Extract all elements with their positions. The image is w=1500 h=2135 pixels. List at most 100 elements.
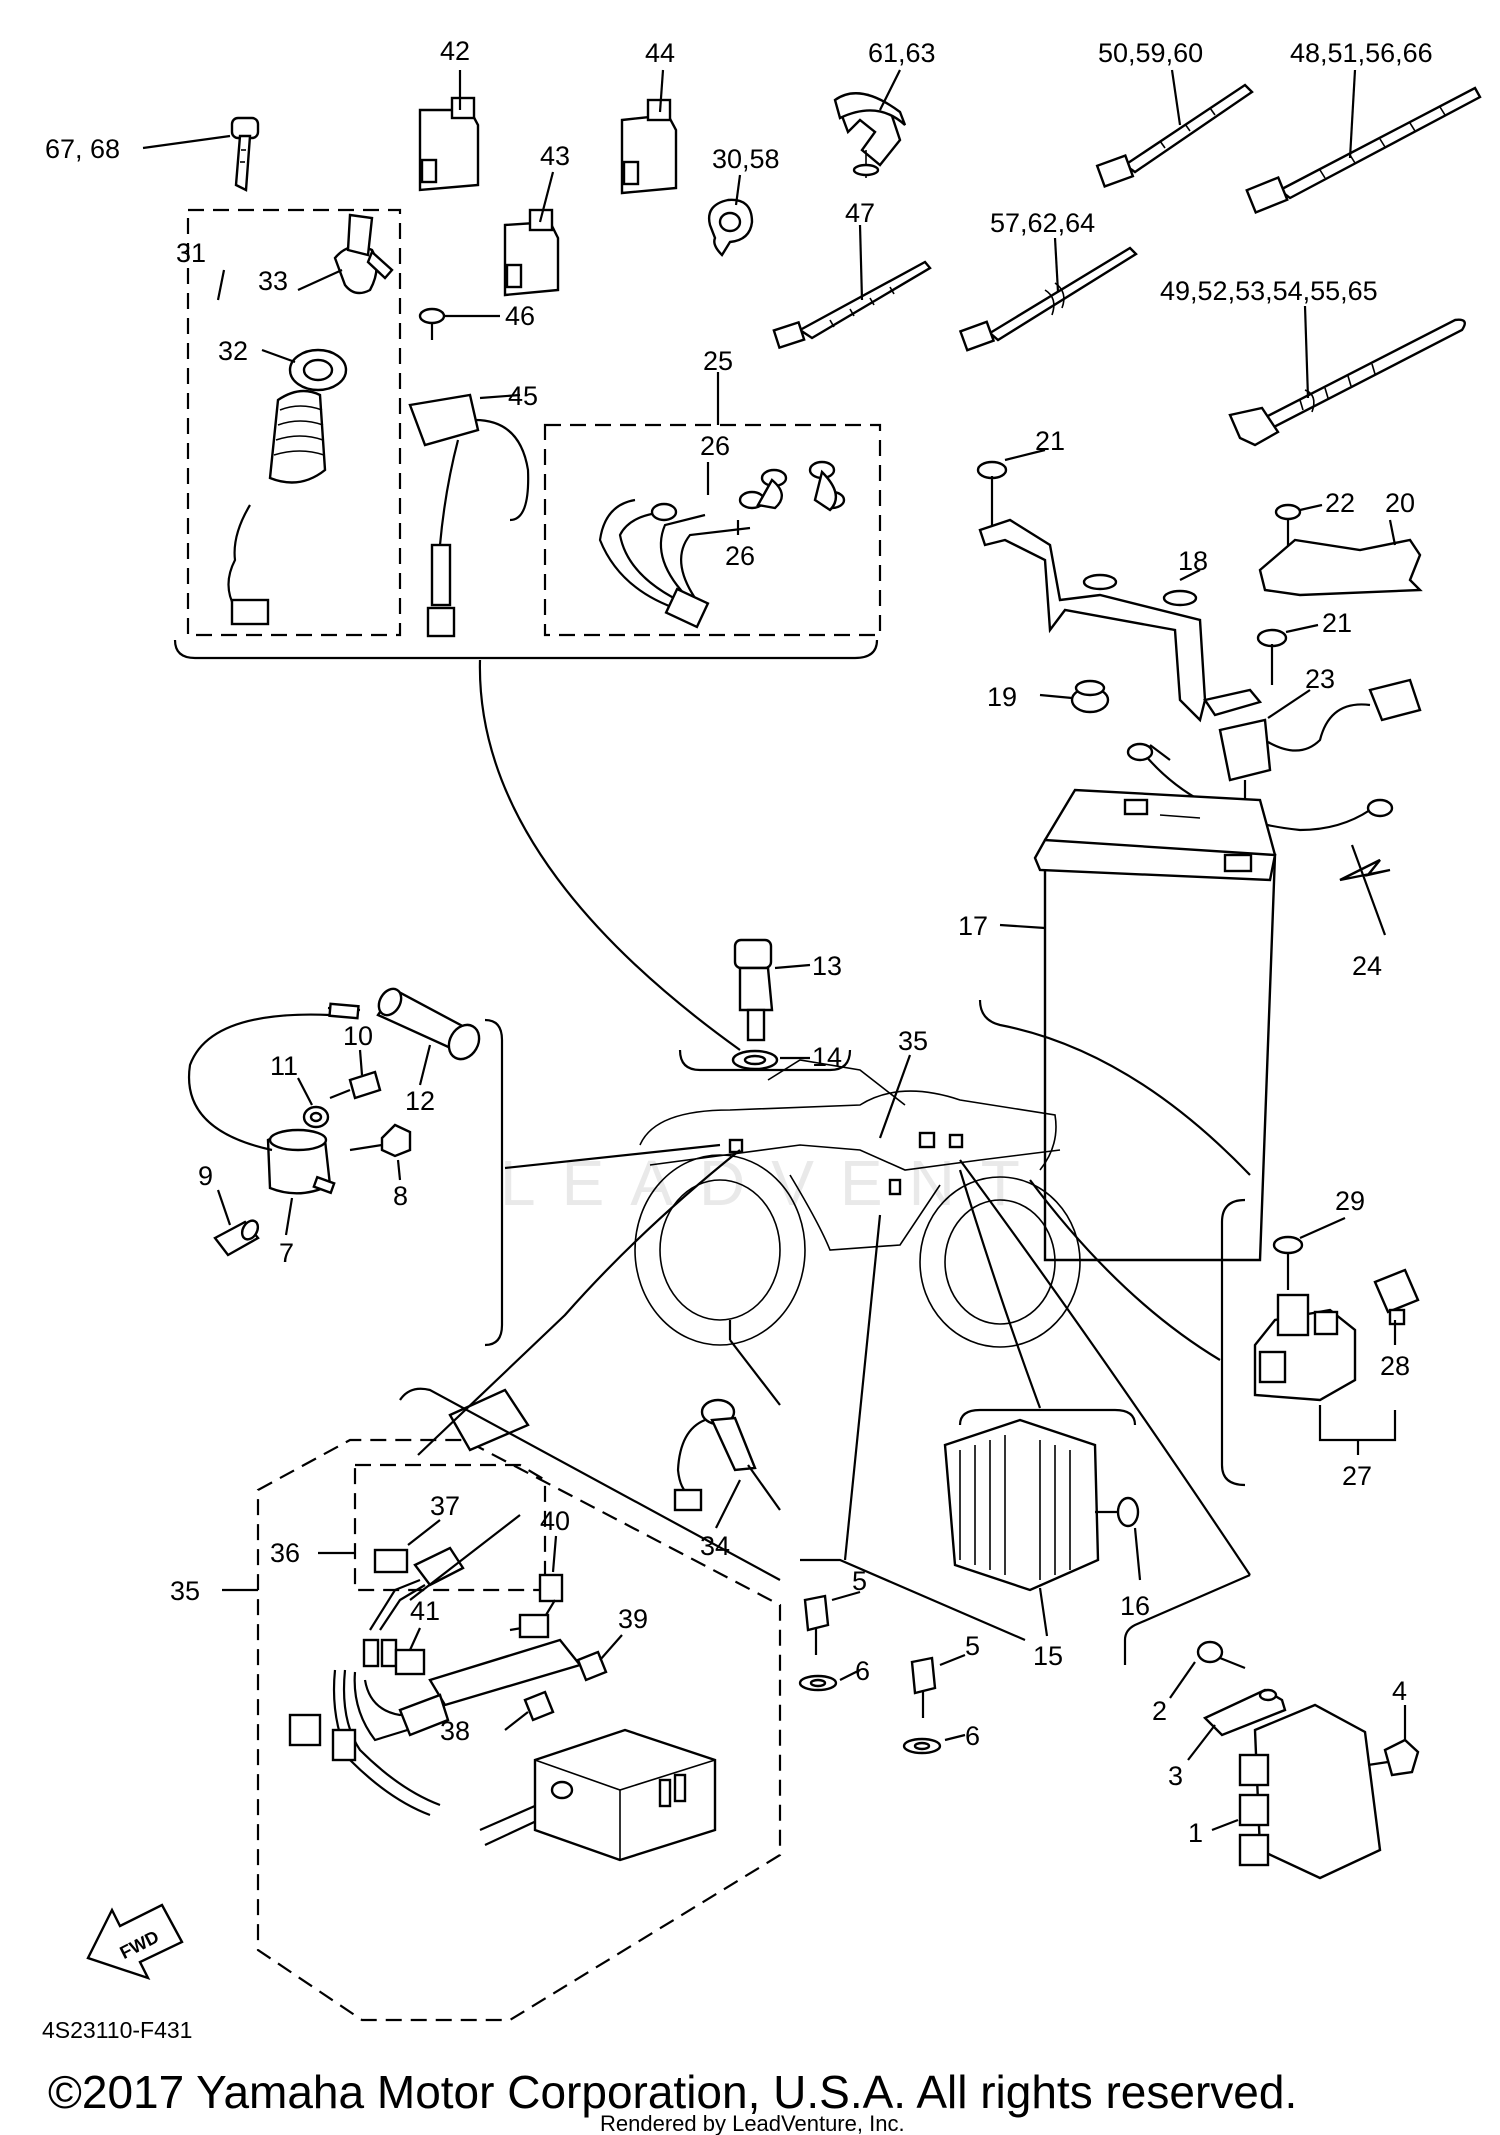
sub-lead-part-25[interactable] bbox=[598, 460, 846, 629]
band-part-49-52-65[interactable] bbox=[1228, 318, 1466, 447]
band-part-50-59-60[interactable] bbox=[1095, 83, 1254, 189]
callout-label-16[interactable]: 16 bbox=[1120, 1591, 1150, 1621]
callout-label-36[interactable]: 36 bbox=[270, 1538, 300, 1568]
callout-label-21a[interactable]: 21 bbox=[1035, 426, 1065, 456]
callout-label-22[interactable]: 22 bbox=[1325, 488, 1355, 518]
callout-label-29[interactable]: 29 bbox=[1335, 1186, 1365, 1216]
callout-label-46[interactable]: 46 bbox=[505, 301, 535, 331]
neutral-switch-part-34[interactable] bbox=[673, 1398, 781, 1512]
bolt-part-10[interactable] bbox=[329, 1070, 382, 1100]
sleeve-part-9[interactable] bbox=[213, 1218, 261, 1257]
bolt-part-21b[interactable] bbox=[1256, 628, 1288, 685]
plug-cap-part-12[interactable] bbox=[374, 985, 485, 1065]
key-part[interactable] bbox=[230, 116, 260, 192]
key-part-33[interactable] bbox=[333, 213, 394, 295]
callout-label-13[interactable]: 13 bbox=[812, 951, 842, 981]
callout-label-6a[interactable]: 6 bbox=[855, 1656, 870, 1686]
callout-label-41[interactable]: 41 bbox=[410, 1596, 440, 1626]
band-part-57-62-64[interactable] bbox=[958, 246, 1138, 352]
nut-part-4[interactable] bbox=[1367, 1738, 1420, 1777]
coupler-part-44[interactable] bbox=[620, 98, 678, 195]
callout-label-34[interactable]: 34 bbox=[700, 1531, 730, 1561]
coupler-part-42[interactable] bbox=[418, 96, 480, 192]
callout-label-8[interactable]: 8 bbox=[393, 1181, 408, 1211]
callout-label-57-62-64[interactable]: 57,62,64 bbox=[990, 208, 1095, 238]
callout-label-25[interactable]: 25 bbox=[703, 346, 733, 376]
callout-label-32[interactable]: 32 bbox=[218, 336, 248, 366]
callout-label-37[interactable]: 37 bbox=[430, 1491, 460, 1521]
callout-label-49-52-53-54-55-65[interactable]: 49,52,53,54,55,65 bbox=[1160, 276, 1378, 306]
callout-label-50-59-60[interactable]: 50,59,60 bbox=[1098, 38, 1203, 68]
callout-label-1[interactable]: 1 bbox=[1188, 1818, 1203, 1848]
gasket-part-14[interactable] bbox=[731, 1049, 779, 1071]
callout-label-14[interactable]: 14 bbox=[812, 1042, 842, 1072]
callout-label-33[interactable]: 33 bbox=[258, 266, 288, 296]
callout-label-31[interactable]: 31 bbox=[176, 238, 206, 268]
callout-label-20[interactable]: 20 bbox=[1385, 488, 1415, 518]
thermo-switch-part-13[interactable] bbox=[733, 938, 774, 1042]
bolt-part-21a[interactable] bbox=[976, 460, 1008, 525]
callout-label-44[interactable]: 44 bbox=[645, 38, 675, 68]
high-tension-cord-part[interactable] bbox=[187, 1002, 361, 1152]
battery-lead-part-23[interactable] bbox=[1218, 678, 1422, 880]
main-switch-part-32[interactable] bbox=[227, 348, 348, 626]
bracket-part-3[interactable] bbox=[1202, 1688, 1287, 1737]
battery-lead-part-24[interactable] bbox=[1126, 742, 1394, 882]
fuse-part-39[interactable] bbox=[576, 1650, 608, 1682]
callout-label-45[interactable]: 45 bbox=[508, 381, 538, 411]
bolt-part-29[interactable] bbox=[1272, 1235, 1304, 1290]
relay-part-45[interactable] bbox=[408, 393, 530, 638]
callout-label-9[interactable]: 9 bbox=[198, 1161, 213, 1191]
washer-part-6a[interactable] bbox=[798, 1674, 838, 1692]
bolt-part-2[interactable] bbox=[1196, 1640, 1246, 1670]
bolt-part-8[interactable] bbox=[349, 1123, 412, 1158]
rectifier-part-15[interactable] bbox=[943, 1418, 1100, 1592]
cover-part-20[interactable] bbox=[1258, 538, 1423, 597]
clip-part-30-58[interactable] bbox=[707, 198, 754, 257]
callout-label-47[interactable]: 47 bbox=[845, 198, 875, 228]
battery-part-17[interactable] bbox=[1033, 788, 1277, 1262]
callout-label-23[interactable]: 23 bbox=[1305, 664, 1335, 694]
callout-label-30-58[interactable]: 30,58 bbox=[712, 144, 780, 174]
callout-label-18[interactable]: 18 bbox=[1178, 546, 1208, 576]
callout-label-35a[interactable]: 35 bbox=[898, 1026, 928, 1056]
callout-label-10[interactable]: 10 bbox=[343, 1021, 373, 1051]
callout-label-28[interactable]: 28 bbox=[1380, 1351, 1410, 1381]
starter-relay-part[interactable] bbox=[1253, 1293, 1357, 1402]
callout-label-27[interactable]: 27 bbox=[1342, 1461, 1372, 1491]
callout-label-6b[interactable]: 6 bbox=[965, 1721, 980, 1751]
callout-label-21b[interactable]: 21 bbox=[1322, 608, 1352, 638]
callout-label-17[interactable]: 17 bbox=[958, 911, 988, 941]
callout-label-43[interactable]: 43 bbox=[540, 141, 570, 171]
clamp-part-61-63[interactable] bbox=[833, 92, 907, 178]
callout-label-61-63[interactable]: 61,63 bbox=[868, 38, 936, 68]
callout-label-35b[interactable]: 35 bbox=[170, 1576, 200, 1606]
washer-part-11[interactable] bbox=[302, 1105, 330, 1129]
callout-label-67-68[interactable]: 67, 68 bbox=[45, 134, 120, 164]
callout-label-26a[interactable]: 26 bbox=[700, 431, 730, 461]
callout-label-39[interactable]: 39 bbox=[618, 1604, 648, 1634]
callout-label-42[interactable]: 42 bbox=[440, 36, 470, 66]
callout-label-12[interactable]: 12 bbox=[405, 1086, 435, 1116]
coupler-part-40[interactable] bbox=[509, 1573, 564, 1639]
coupler-part-43[interactable] bbox=[503, 208, 560, 297]
ignition-coil-part-7[interactable] bbox=[266, 1128, 336, 1195]
fuse-box-part[interactable] bbox=[533, 1728, 717, 1862]
callout-label-26b[interactable]: 26 bbox=[725, 541, 755, 571]
callout-label-4[interactable]: 4 bbox=[1392, 1676, 1407, 1706]
bolt-part-46[interactable] bbox=[418, 307, 446, 340]
callout-label-3[interactable]: 3 bbox=[1168, 1761, 1183, 1791]
callout-label-5b[interactable]: 5 bbox=[965, 1631, 980, 1661]
cdi-unit-part-1[interactable] bbox=[1238, 1703, 1382, 1880]
callout-label-48-51-56-66[interactable]: 48,51,56,66 bbox=[1290, 38, 1433, 68]
band-part-48-51-56-66[interactable] bbox=[1245, 86, 1482, 215]
damper-part-19[interactable] bbox=[1070, 679, 1110, 714]
fuse-part-28[interactable] bbox=[1373, 1268, 1420, 1326]
bolt-part-5a[interactable] bbox=[803, 1594, 830, 1655]
callout-label-7[interactable]: 7 bbox=[279, 1238, 294, 1268]
bolt-part-5b[interactable] bbox=[910, 1656, 937, 1718]
callout-label-5a[interactable]: 5 bbox=[852, 1566, 867, 1596]
callout-label-38[interactable]: 38 bbox=[440, 1716, 470, 1746]
bolt-part-16[interactable] bbox=[1095, 1496, 1140, 1528]
callout-label-15[interactable]: 15 bbox=[1033, 1641, 1063, 1671]
